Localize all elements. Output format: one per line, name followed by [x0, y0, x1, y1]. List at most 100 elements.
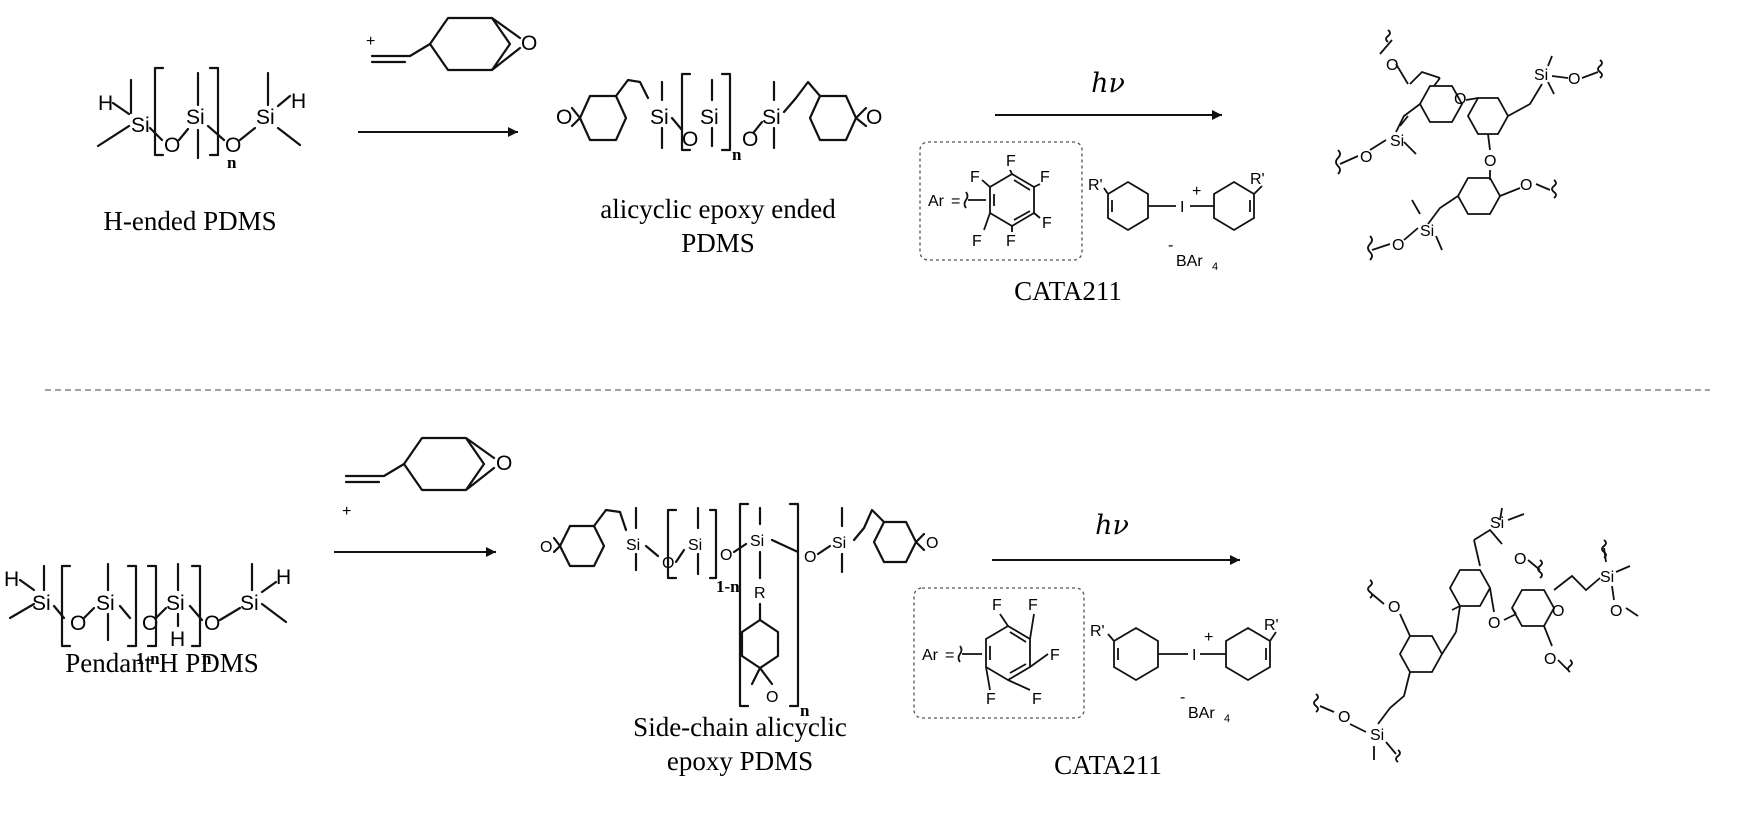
- atom-o: O: [142, 612, 158, 635]
- atom-o: O: [1610, 603, 1622, 620]
- atom-si: Si: [131, 114, 150, 137]
- caption-pendant-h-pdms: Pendant H PDMS: [65, 648, 259, 678]
- caption-product-line1: Side-chain alicyclic: [633, 712, 847, 742]
- atom-o: O: [1544, 651, 1556, 668]
- atom-o: O: [720, 547, 732, 564]
- atom-o: O: [496, 452, 512, 475]
- atom-o: O: [1568, 71, 1580, 88]
- atom-o: O: [682, 128, 698, 151]
- atom-si: Si: [688, 537, 702, 554]
- cata211-catalyst-structure: Ar = F F F F F F R' I + R' - BAr 4: [919, 141, 1265, 273]
- iodonium-charge: +: [1192, 183, 1201, 200]
- atom-f: F: [1042, 215, 1052, 232]
- cata211-catalyst-structure: Ar = F F F F F R' I + R' - BAr 4: [913, 587, 1279, 725]
- repeat-index-1-n: 1-n: [716, 577, 740, 596]
- atom-f: F: [970, 169, 980, 186]
- alicyclic-epoxy-ended-pdms-structure: O Si O Si n O Si O: [556, 72, 882, 164]
- atom-f: F: [1006, 153, 1016, 170]
- atom-o: O: [766, 689, 778, 706]
- plus-sign: +: [366, 33, 375, 50]
- atom-o: O: [1484, 153, 1496, 170]
- atom-si: Si: [96, 592, 115, 615]
- atom-si: Si: [1370, 727, 1384, 744]
- plus-sign: +: [342, 503, 351, 520]
- pendant-h-pdms-structure: H Si O Si 1-n O Si H n O Si H: [4, 562, 291, 668]
- anion-charge: -: [1168, 237, 1173, 254]
- caption-h-ended-pdms: H-ended PDMS: [103, 206, 276, 236]
- repeat-index-n: n: [732, 145, 742, 164]
- iodine-atom: I: [1180, 199, 1184, 216]
- atom-o: O: [540, 539, 552, 556]
- h-ended-pdms-structure: H Si O Si O Si H n: [96, 66, 306, 172]
- atom-o: O: [1520, 177, 1532, 194]
- ar-group-box: [913, 587, 1085, 719]
- atom-si: Si: [1490, 515, 1504, 532]
- atom-si: Si: [240, 592, 259, 615]
- atom-o: O: [1338, 709, 1350, 726]
- atom-h: H: [291, 90, 306, 113]
- atom-o: O: [926, 535, 938, 552]
- atom-si: Si: [626, 537, 640, 554]
- r-prime-right: R': [1250, 171, 1265, 188]
- caption-product-line1: alicyclic epoxy ended: [600, 194, 836, 224]
- atom-si: Si: [186, 106, 205, 129]
- atom-h: H: [276, 566, 291, 589]
- atom-o: O: [742, 128, 758, 151]
- atom-si: Si: [700, 106, 719, 129]
- top-scheme: H Si O Si O Si H n + O H-ended PDMS O Si…: [96, 16, 1603, 306]
- atom-o: O: [521, 32, 537, 55]
- vinyl-cyclohexene-oxide: + O: [366, 16, 537, 72]
- atom-o: O: [804, 549, 816, 566]
- r-prime-left: R': [1088, 177, 1103, 194]
- crosslinked-network-top: O O Si O Si O O O Si O: [1335, 29, 1603, 261]
- r-prime-right: R': [1264, 617, 1279, 634]
- atom-o: O: [1392, 237, 1404, 254]
- atom-si: Si: [832, 535, 846, 552]
- iodonium-charge: +: [1204, 629, 1213, 646]
- atom-f: F: [1028, 597, 1038, 614]
- atom-o: O: [70, 612, 86, 635]
- atom-o: O: [1514, 551, 1526, 568]
- atom-o: O: [1360, 149, 1372, 166]
- atom-f: F: [1040, 169, 1050, 186]
- atom-f: F: [986, 691, 996, 708]
- atom-f: F: [1050, 647, 1060, 664]
- atom-h: H: [4, 568, 19, 591]
- repeat-index-n: n: [227, 153, 237, 172]
- iodine-atom: I: [1192, 647, 1196, 664]
- atom-f: F: [1006, 233, 1016, 250]
- atom-si: Si: [1534, 67, 1548, 84]
- r-group: R: [754, 585, 766, 602]
- atom-si: Si: [32, 592, 51, 615]
- equals-sign: =: [945, 647, 954, 664]
- atom-o: O: [556, 106, 572, 129]
- caption-product-line2: epoxy PDMS: [667, 746, 813, 776]
- caption-catalyst: CATA211: [1054, 750, 1162, 780]
- atom-o: O: [866, 106, 882, 129]
- equals-sign: =: [951, 193, 960, 210]
- atom-si: Si: [1600, 569, 1614, 586]
- caption-catalyst: CATA211: [1014, 276, 1122, 306]
- atom-si: Si: [256, 106, 275, 129]
- atom-o: O: [1552, 603, 1564, 620]
- atom-o: O: [1488, 615, 1500, 632]
- vinyl-cyclohexene-oxide: + O: [342, 436, 512, 520]
- atom-o: O: [164, 134, 180, 157]
- atom-si: Si: [1390, 133, 1404, 150]
- anion-bar4: BAr: [1176, 253, 1203, 270]
- anion-bar4: BAr: [1188, 705, 1215, 722]
- anion-subscript: 4: [1212, 261, 1218, 273]
- repeat-index-n: n: [202, 649, 212, 668]
- atom-f: F: [1032, 691, 1042, 708]
- bottom-scheme: H Si O Si 1-n O Si H n O Si H +: [4, 436, 1639, 780]
- ar-group-box: [919, 141, 1083, 261]
- atom-si: Si: [750, 533, 764, 550]
- atom-h: H: [170, 628, 185, 651]
- crosslinked-network-bottom: Si O O O Si O O O Si O: [1313, 507, 1639, 763]
- atom-o: O: [1386, 57, 1398, 74]
- r-prime-left: R': [1090, 623, 1105, 640]
- repeat-index-1-n: 1-n: [136, 649, 160, 668]
- anion-subscript: 4: [1224, 713, 1230, 725]
- atom-si: Si: [1420, 223, 1434, 240]
